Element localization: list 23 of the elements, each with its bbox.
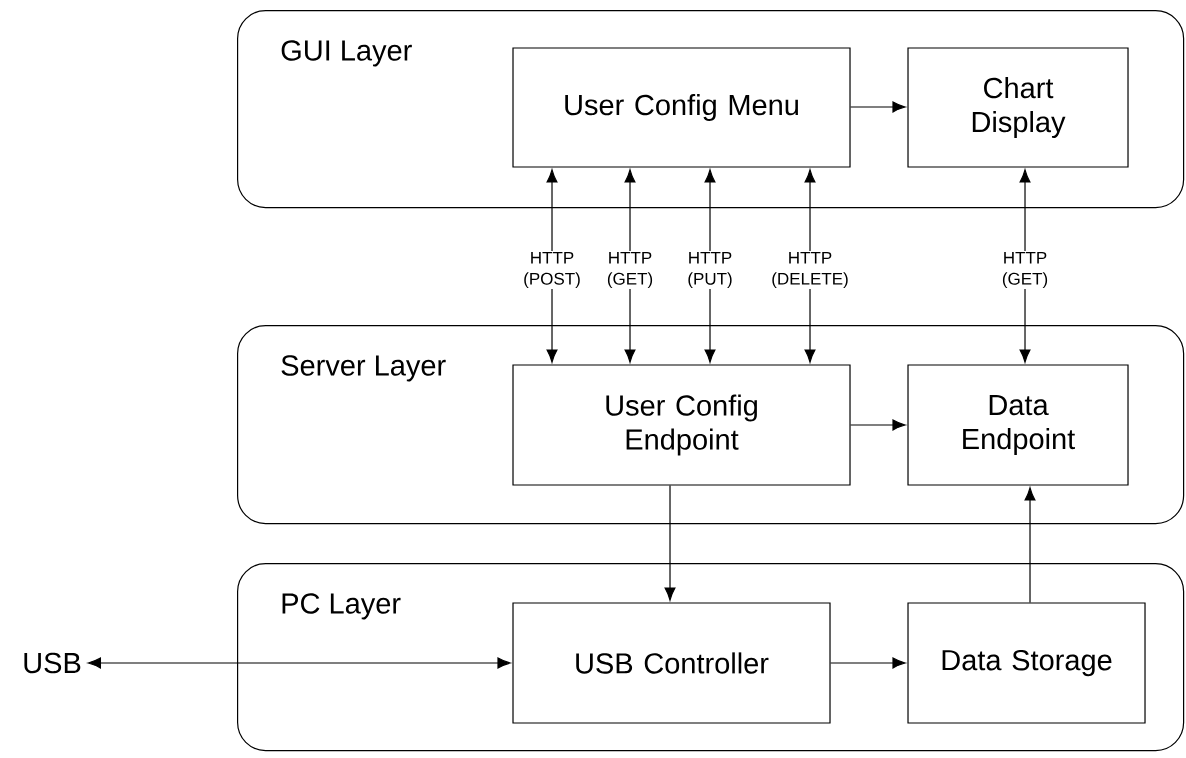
arrow [546, 169, 558, 363]
arrow [804, 169, 816, 363]
arrow [850, 419, 906, 431]
edge-label: HTTP (POST) [519, 250, 585, 290]
edge-label: HTTP (GET) [597, 250, 663, 290]
component-box: USB Controller [512, 602, 831, 724]
edge-label: HTTP (PUT) [677, 250, 743, 290]
arrow [87, 657, 511, 669]
component-box: User Config Endpoint [512, 364, 851, 486]
arrow [830, 657, 906, 669]
arrow [704, 169, 716, 363]
arrow [1024, 487, 1036, 603]
edge-label: HTTP (GET) [992, 250, 1058, 290]
edge-label: HTTP (DELETE) [766, 250, 854, 290]
component-box: Data Storage [907, 602, 1146, 724]
component-box: Chart Display [907, 47, 1129, 168]
port-label: USB [24, 652, 81, 674]
arrow [1019, 169, 1031, 363]
component-box: User Config Menu [512, 47, 851, 168]
arrow [624, 169, 636, 363]
arrow [664, 485, 676, 601]
arrow [850, 101, 906, 113]
component-box: Data Endpoint [907, 364, 1129, 486]
